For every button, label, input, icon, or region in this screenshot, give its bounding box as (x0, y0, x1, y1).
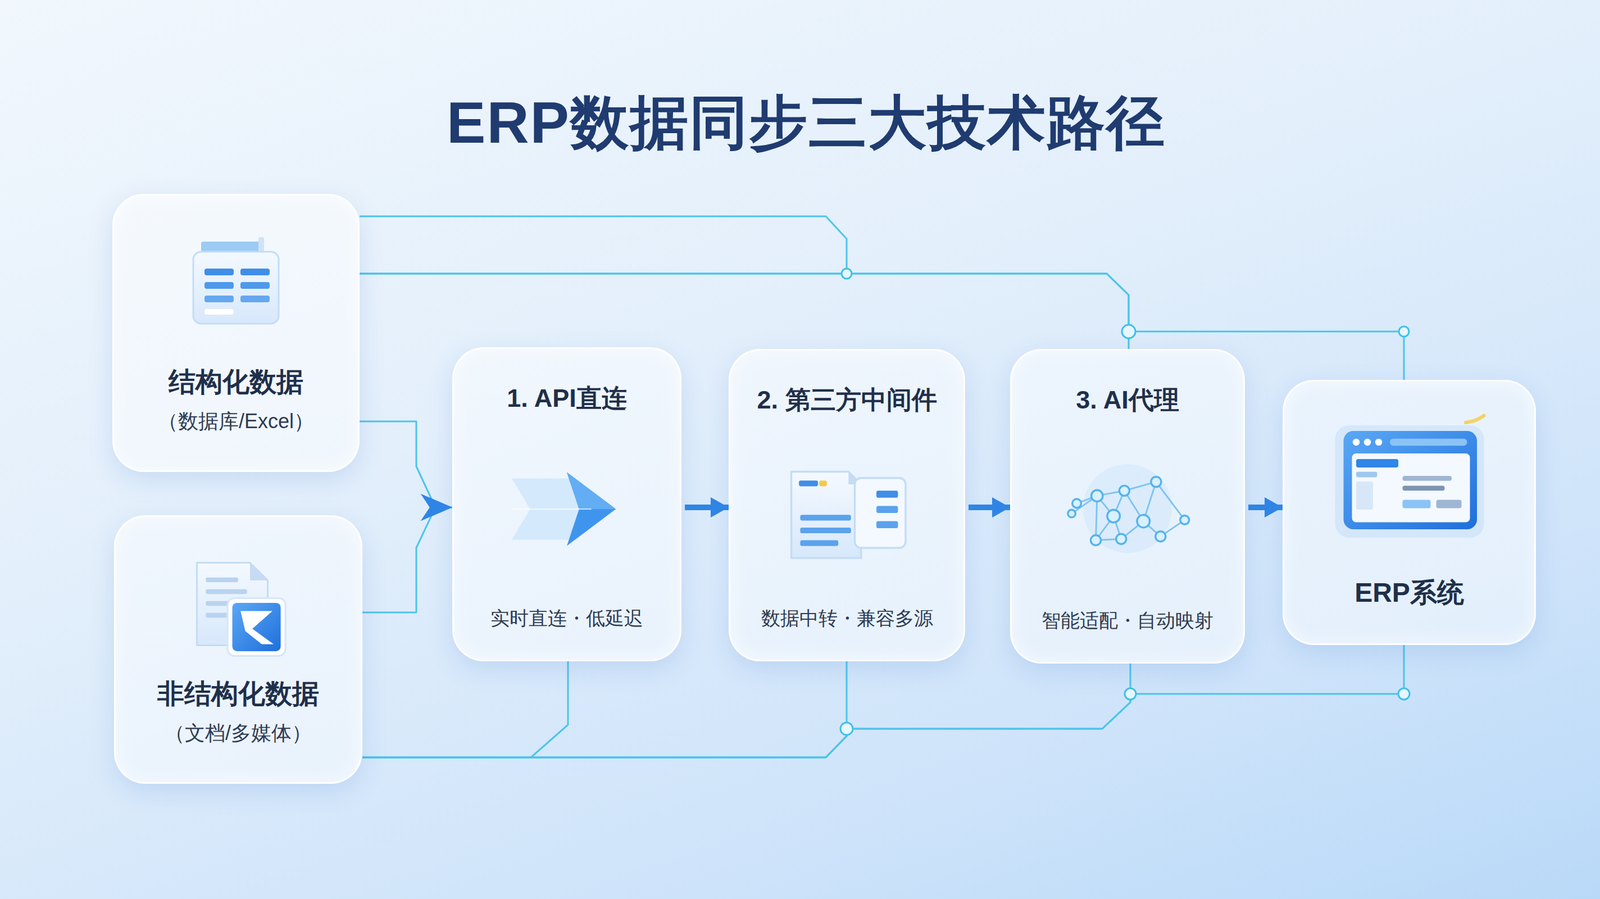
junction-wires (359, 216, 847, 274)
link-line (362, 663, 1131, 758)
diagram-title: ERP数据同步三大技术路径 (446, 84, 1166, 163)
branch-wire (359, 216, 847, 274)
flow-arrow (968, 504, 1011, 511)
flow-arrow (359, 421, 453, 508)
node-icon (1057, 444, 1198, 572)
junction-dot (1124, 688, 1136, 700)
step-caption: 数据中转・兼容多源 (761, 605, 934, 632)
step-heading: 1. API直连 (506, 381, 627, 416)
source-box: 结构化数据 （数据库/Excel） (112, 193, 360, 472)
process-box: 2. 第三方中间件数据中转・兼容多源 (728, 348, 966, 662)
node-icon (499, 447, 635, 571)
junction-dot (1398, 688, 1410, 700)
target-box: ERP系统 (1282, 379, 1536, 645)
junction-dot (1121, 324, 1136, 339)
junction-dot (840, 722, 853, 735)
box-subtitle: （文档/多媒体） (164, 719, 312, 748)
step-heading: 2. 第三方中间件 (756, 383, 937, 417)
icon-graphic (193, 237, 279, 324)
flow-arrow (684, 504, 729, 511)
box-heading: 结构化数据 (168, 364, 304, 400)
process-box: 3. AI代理智能适配・自动映射 (1010, 348, 1245, 664)
link-line (362, 644, 1404, 758)
icon-graphic (511, 472, 616, 547)
flow-arrow (1248, 504, 1283, 511)
step-heading: 3. AI代理 (1075, 383, 1179, 417)
icon-graphic (791, 464, 906, 560)
icon-graphic (1067, 464, 1190, 553)
junction-dot (1398, 326, 1409, 337)
step-caption: 智能适配・自动映射 (1041, 607, 1214, 634)
icon-graphic (197, 562, 286, 657)
node-icon (179, 544, 298, 663)
box-heading: ERP系统 (1354, 574, 1465, 611)
step-caption: 实时直连・低延迟 (490, 605, 644, 632)
node-icon (776, 444, 918, 572)
junction-dot (841, 268, 852, 279)
box-subtitle: （数据库/Excel） (157, 407, 315, 436)
icon-graphic (1334, 415, 1484, 539)
process-box: 1. API直连实时直连・低延迟 (452, 347, 682, 662)
source-box: 非结构化数据 （文档/多媒体） (114, 515, 363, 784)
box-heading: 非结构化数据 (157, 675, 320, 712)
link-line (362, 661, 847, 758)
flow-arrow (362, 507, 453, 613)
node-icon (179, 224, 293, 338)
link-line (359, 273, 1129, 349)
link-line (362, 661, 568, 758)
node-icon (1325, 408, 1494, 549)
